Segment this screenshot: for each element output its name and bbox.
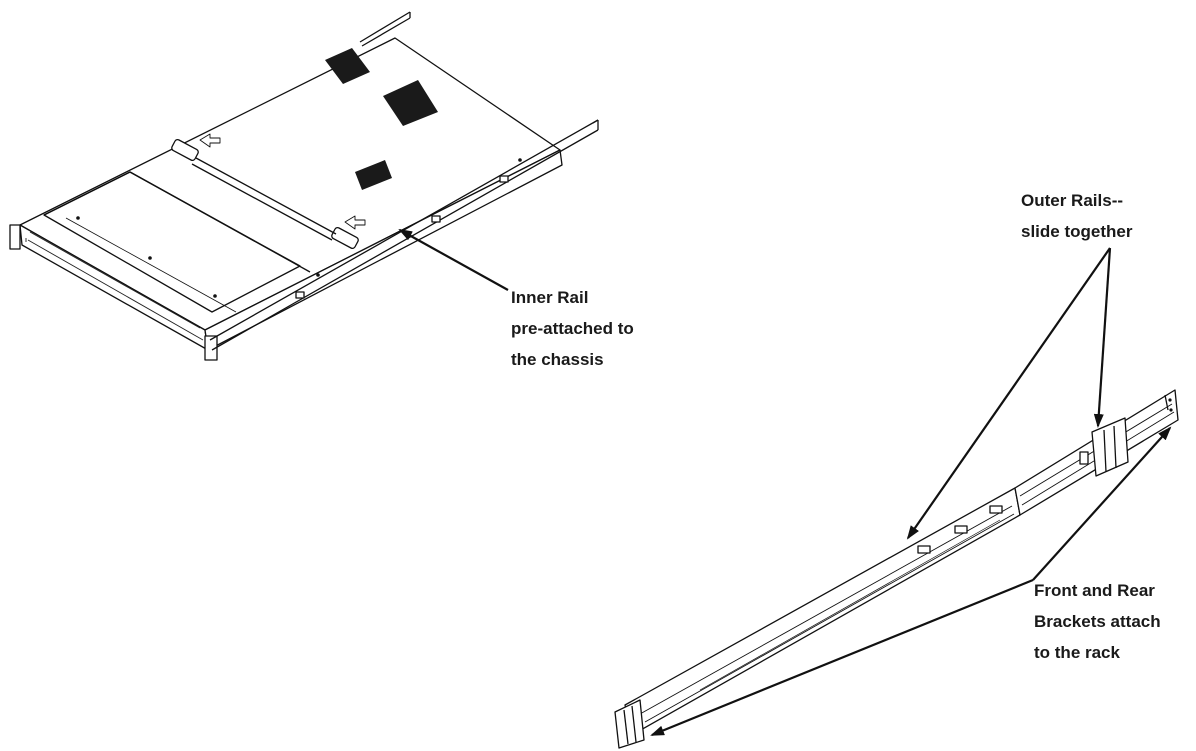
callout-inner-rail-line-3: the chassis xyxy=(511,350,604,369)
arrow-outer-rail-rear xyxy=(1093,247,1112,428)
front-bracket xyxy=(614,699,645,749)
front-access-panel xyxy=(43,171,301,313)
callout-brackets-line-2: Brackets attach xyxy=(1034,612,1161,631)
callout-brackets: Front and Rear Brackets attach to the ra… xyxy=(1034,575,1161,668)
callout-outer-rails: Outer Rails-- slide together xyxy=(1021,185,1132,247)
callout-inner-rail: Inner Rail pre-attached to the chassis xyxy=(511,282,634,375)
arrow-outer-rail-front xyxy=(906,247,1111,540)
outer-rail-assembly xyxy=(614,389,1179,749)
callout-brackets-line-1: Front and Rear xyxy=(1034,581,1155,600)
arrow-front-bracket xyxy=(650,578,1034,737)
server-chassis xyxy=(9,11,599,361)
callout-outer-rails-line-2: slide together xyxy=(1021,222,1133,241)
callout-inner-rail-line-1: Inner Rail xyxy=(511,288,589,307)
callout-arrows xyxy=(398,229,1172,737)
callout-inner-rail-line-2: pre-attached to xyxy=(511,319,634,338)
arrow-inner-rail xyxy=(398,229,509,291)
callout-brackets-line-3: to the rack xyxy=(1034,643,1120,662)
arrow-rear-bracket xyxy=(1032,426,1172,581)
lid-vents xyxy=(325,48,438,190)
callout-outer-rails-line-1: Outer Rails-- xyxy=(1021,191,1124,210)
lift-handle xyxy=(171,139,359,249)
rear-bracket xyxy=(1091,417,1129,477)
front-drive-bays xyxy=(25,231,204,341)
